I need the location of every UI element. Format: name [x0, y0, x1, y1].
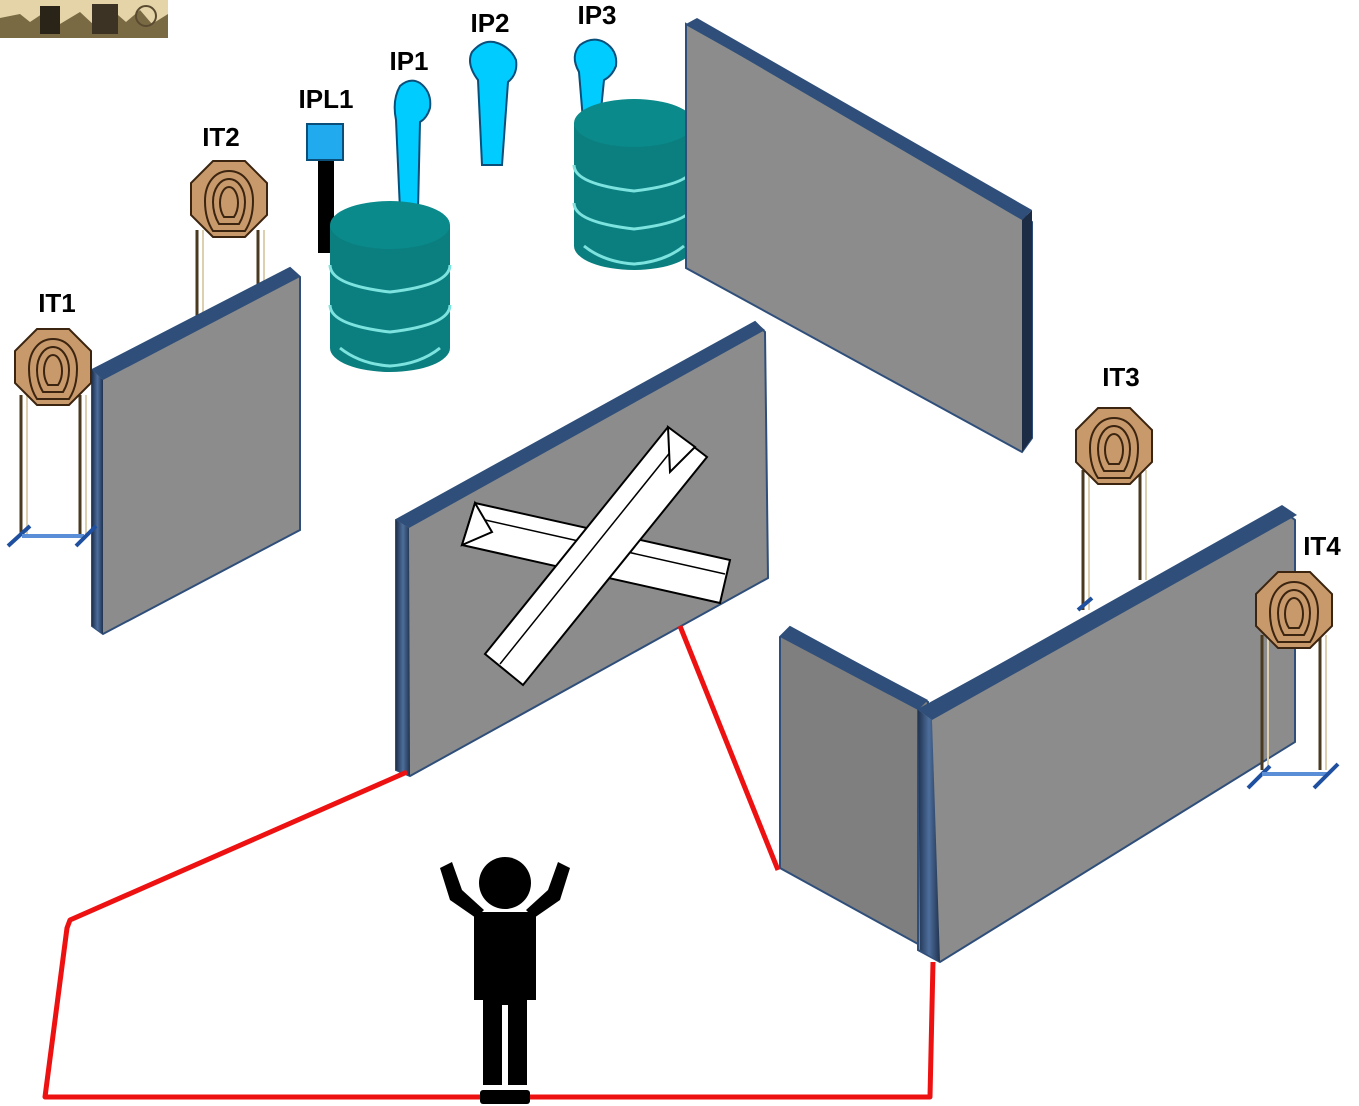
- wall-back: [685, 18, 1033, 454]
- popper-ip1: [393, 79, 432, 211]
- barrel-back: [572, 99, 696, 270]
- target-it1: [6, 328, 98, 548]
- logo-icon: [0, 0, 168, 38]
- label-ip2: IP2: [470, 8, 509, 38]
- label-it3: IT3: [1102, 362, 1140, 392]
- target-it4: [1246, 571, 1340, 790]
- label-ipl1: IPL1: [299, 84, 354, 114]
- popper-ip2: [469, 40, 518, 166]
- target-it3: [1075, 407, 1153, 612]
- label-ip1: IP1: [389, 46, 428, 76]
- wall-right-small: [779, 625, 930, 946]
- popper-ip3: [573, 38, 618, 121]
- label-it1: IT1: [38, 288, 76, 318]
- fault-lines: [42, 625, 936, 1100]
- label-it2: IT2: [202, 122, 240, 152]
- wall-right-large: [917, 505, 1297, 964]
- shooter-icon: [440, 857, 570, 1104]
- no-shoot-x-icon: [460, 424, 732, 687]
- target-it2: [190, 160, 268, 320]
- labels: IT1 IT2 IPL1 IP1 IP2 IP3 IT3 IT4: [38, 0, 1341, 561]
- label-ip3: IP3: [577, 0, 616, 30]
- wall-left: [91, 266, 301, 636]
- barrel-left: [328, 201, 452, 372]
- label-it4: IT4: [1303, 531, 1341, 561]
